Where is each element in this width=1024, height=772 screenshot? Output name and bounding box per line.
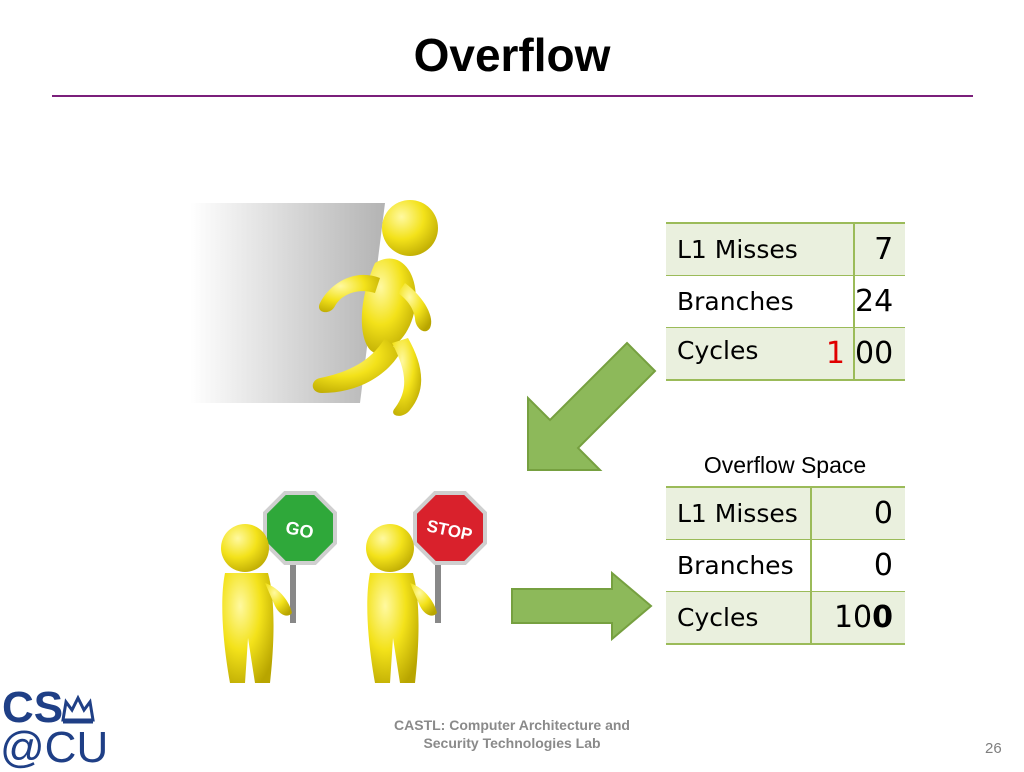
table-row: Branches 24 bbox=[666, 275, 906, 328]
row-label: Cycles 1 bbox=[666, 327, 854, 380]
stop-figure: STOP bbox=[366, 491, 487, 683]
row-label-text: Cycles bbox=[677, 336, 759, 365]
row-value: 0 bbox=[810, 539, 905, 592]
overflow-space-table: L1 Misses 0 Branches 0 Cycles 100 bbox=[666, 486, 905, 645]
logo-line2: @CU bbox=[0, 723, 109, 772]
row-value: 24 bbox=[852, 275, 906, 328]
row-value: 100 bbox=[810, 591, 905, 644]
table-row: Cycles 1 00 bbox=[666, 327, 906, 380]
go-stop-figures-illustration: GO STOP bbox=[221, 491, 487, 683]
right-arrow-icon bbox=[511, 570, 653, 642]
footer-line2: Security Technologies Lab bbox=[423, 735, 601, 751]
logo-line1: CS bbox=[2, 683, 64, 732]
page-number: 26 bbox=[985, 740, 1002, 757]
footer-lab-name: CASTL: Computer Architecture and Securit… bbox=[362, 716, 662, 752]
row-value: 0 bbox=[810, 487, 905, 540]
counters-table: L1 Misses 7 Branches 24 Cycles 1 00 bbox=[666, 222, 906, 381]
table-row: Cycles 100 bbox=[666, 591, 905, 644]
table-row: Branches 0 bbox=[666, 539, 905, 592]
value-prefix: 10 bbox=[833, 600, 873, 635]
table-row: L1 Misses 0 bbox=[666, 487, 905, 540]
slide-title: Overflow bbox=[413, 29, 611, 81]
row-label: Branches bbox=[677, 287, 794, 316]
row-label: Cycles bbox=[666, 591, 811, 644]
diagonal-arrow-icon bbox=[527, 341, 657, 471]
crown-icon bbox=[61, 694, 95, 724]
row-value: 00 bbox=[852, 327, 906, 380]
row-label: Branches bbox=[677, 551, 794, 580]
cs-cu-logo: CS @CU bbox=[0, 683, 110, 772]
table-row: L1 Misses 7 bbox=[666, 223, 906, 276]
row-label: L1 Misses bbox=[666, 487, 811, 540]
overflow-digit: 1 bbox=[825, 336, 845, 371]
value-bold-digit: 0 bbox=[872, 600, 893, 635]
go-figure: GO bbox=[221, 491, 337, 683]
row-value: 7 bbox=[852, 223, 906, 276]
footer-line1: CASTL: Computer Architecture and bbox=[394, 717, 630, 733]
running-figure-illustration bbox=[190, 200, 438, 416]
overflow-space-caption: Overflow Space bbox=[703, 452, 867, 478]
row-label: L1 Misses bbox=[666, 223, 854, 276]
title-divider bbox=[52, 95, 973, 97]
